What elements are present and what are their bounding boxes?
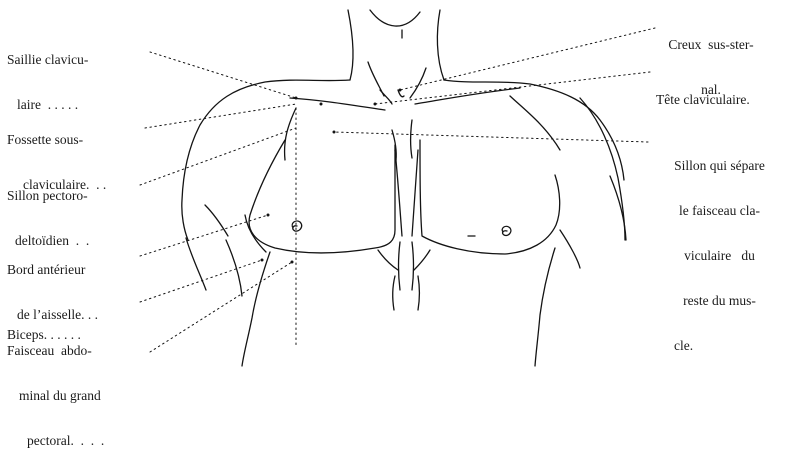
abs-left-lower	[393, 276, 395, 310]
label-sillon-separe: Sillon qui sépare le faisceau cla- vicul…	[652, 128, 787, 368]
label-line: Saillie clavicu-	[7, 52, 88, 67]
leader-sillon-pd	[140, 128, 296, 185]
pointer-dot	[267, 214, 270, 217]
pointer-dot	[333, 131, 336, 134]
neck-tendon-right	[410, 68, 426, 98]
pointer-dot	[374, 103, 377, 106]
label-line: Creux sus-ster-	[655, 37, 767, 52]
label-line: Tête claviculaire.	[656, 92, 750, 107]
abdominal-midline-2	[412, 242, 414, 290]
pointer-dot	[291, 261, 294, 264]
abdominal-midline	[399, 242, 401, 290]
label-tete-claviculaire: Tête claviculaire.	[656, 62, 750, 122]
leader-biceps	[140, 260, 262, 302]
label-line: minal du grand	[7, 388, 104, 403]
label-line: Sillon pectoro-	[7, 188, 89, 203]
right-arm-inner	[560, 176, 626, 268]
left-axilla-curve	[245, 215, 266, 252]
label-line: Sillon qui sépare	[652, 158, 787, 173]
label-line: cle.	[652, 338, 787, 353]
pointer-dot	[399, 89, 402, 92]
pointer-dot	[261, 259, 264, 262]
left-clavicle-line	[290, 98, 385, 110]
leader-lines	[140, 28, 655, 352]
left-deltoid-groove	[285, 108, 296, 160]
label-line: Bord antérieur	[7, 262, 98, 277]
leader-sillon-sep	[334, 132, 648, 142]
pointer-dot	[295, 97, 298, 100]
torso-outline	[182, 10, 626, 366]
upper-abs-left	[378, 250, 398, 270]
label-faisceau-abdominal: Faisceau abdo- minal du grand pectoral. …	[7, 313, 104, 463]
label-line: le faisceau cla-	[652, 203, 787, 218]
label-line: reste du mus-	[652, 293, 787, 308]
sternum-line-2	[412, 150, 418, 236]
right-deltoid-groove	[510, 96, 560, 150]
right-clavicle-line	[415, 88, 520, 104]
pointer-dot	[320, 103, 323, 106]
sternal-mark-2	[411, 120, 413, 158]
leader-faisceau	[150, 262, 292, 352]
label-line: pectoral. . . .	[7, 433, 104, 448]
right-pectoral-outline	[420, 140, 560, 254]
sternum-line	[395, 150, 402, 236]
upper-abs-right	[414, 250, 430, 270]
abs-right-lower	[418, 276, 420, 310]
neck-top-curve	[370, 10, 420, 26]
left-pectoral-outline	[249, 140, 395, 253]
leader-fossette	[145, 104, 296, 128]
neck-right-line	[437, 10, 444, 80]
label-line: viculaire du	[652, 248, 787, 263]
left-nipple	[292, 221, 301, 231]
left-lat-line	[242, 252, 270, 366]
neck-left-line	[348, 10, 353, 80]
pointer-dots	[261, 89, 402, 264]
right-lat-line	[535, 248, 555, 366]
leader-saillie	[150, 52, 296, 98]
sternal-mark	[392, 130, 396, 160]
right-nipple	[502, 226, 511, 235]
label-line: Faisceau abdo-	[7, 343, 104, 358]
label-line: Fossette sous-	[7, 132, 106, 147]
left-arm-outer-lower	[186, 238, 206, 290]
right-arm-outline	[580, 98, 625, 240]
